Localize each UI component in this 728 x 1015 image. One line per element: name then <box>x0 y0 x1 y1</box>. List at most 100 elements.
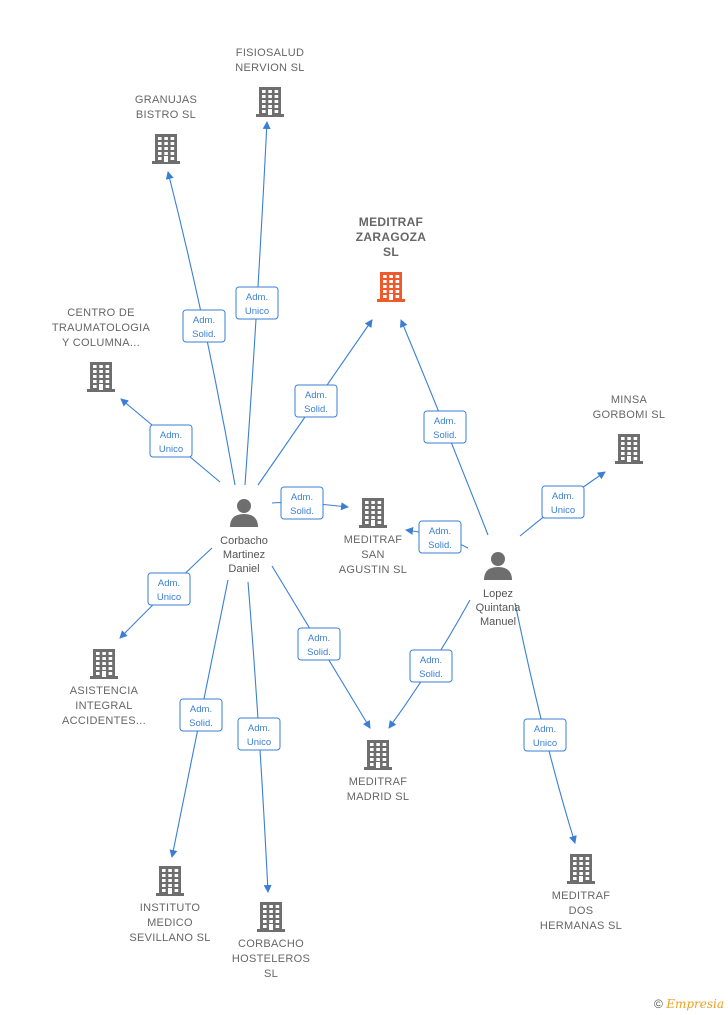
role-badge-lopez-meditraf_dos_hermanas[interactable]: Adm.Unico <box>523 718 567 752</box>
person-icon <box>484 552 512 580</box>
role-badge-corbacho-meditraf_madrid[interactable]: Adm. Solid. <box>297 627 341 661</box>
building-icon <box>87 362 115 392</box>
company-label: MINSA <box>611 394 648 406</box>
company-label: CENTRO DE <box>67 307 134 319</box>
role-badge-corbacho-asistencia[interactable]: Adm. Unico <box>147 572 191 606</box>
role-badge-text: Adm. <box>246 292 268 303</box>
company-label: ACCIDENTES... <box>62 715 146 727</box>
company-label: MEDITRAF <box>359 215 423 229</box>
company-label: MADRID SL <box>347 791 410 803</box>
role-badge-text: Adm. <box>308 633 330 644</box>
building-icon <box>359 498 387 528</box>
role-badge-text: Adm. <box>552 491 574 502</box>
role-badge-text: Adm. <box>193 315 215 326</box>
building-icon <box>257 902 285 932</box>
company-label: SEVILLANO SL <box>129 932 210 944</box>
role-badge-text: Unico <box>157 592 181 603</box>
role-badge-text: Adm. <box>429 526 451 537</box>
person-label: Lopez <box>483 588 513 600</box>
company-label: MEDITRAF <box>344 534 403 546</box>
role-badge-text: Unico <box>159 444 183 455</box>
person-label: Manuel <box>480 616 516 628</box>
role-badge-lopez-minsa[interactable]: Adm. Unico <box>541 485 585 519</box>
company-label: SL <box>383 245 399 259</box>
company-label: Y COLUMNA... <box>62 337 140 349</box>
company-node-granujas[interactable]: GRANUJAS BISTRO SL <box>135 94 197 164</box>
company-label: SL <box>264 968 278 980</box>
role-badge-corbacho-centro[interactable]: Adm. Unico <box>149 424 193 458</box>
company-label: ZARAGOZA <box>356 230 426 244</box>
building-icon <box>615 434 643 464</box>
brand-logo[interactable]: Empresia <box>666 997 724 1011</box>
role-badge-text: Solid. <box>192 329 216 340</box>
person-label: Corbacho <box>220 535 268 547</box>
building-icon <box>567 854 595 884</box>
building-icon <box>90 649 118 679</box>
role-badge-text: Adm. <box>434 416 456 427</box>
role-badge-corbacho-meditraf_zaragoza[interactable]: Adm. Solid. <box>294 384 338 418</box>
role-badge-lopez-meditraf_madrid[interactable]: Adm. Solid. <box>409 649 453 683</box>
person-label: Quintana <box>476 602 522 614</box>
role-badge-text: Adm. <box>158 578 180 589</box>
role-badge-text: Solid. <box>304 404 328 415</box>
role-badge-text: Unico <box>245 306 269 317</box>
company-label: HOSTELEROS <box>232 953 310 965</box>
company-node-meditraf_madrid[interactable]: MEDITRAF MADRID SL <box>347 740 410 803</box>
role-badge-lopez-meditraf_san_agustin[interactable]: Adm. Solid. <box>418 520 462 554</box>
company-node-asistencia[interactable]: ASISTENCIA INTEGRAL ACCIDENTES... <box>62 649 146 727</box>
person-label: Daniel <box>228 563 259 575</box>
role-badge-text: Unico <box>247 737 271 748</box>
company-label: BISTRO SL <box>136 109 196 121</box>
role-badge-text: Solid. <box>307 647 331 658</box>
company-label: TRAUMATOLOGIA <box>52 322 151 334</box>
company-label: MEDITRAF <box>349 776 408 788</box>
company-label: INTEGRAL <box>75 700 132 712</box>
role-badge-text: Adm. <box>160 430 182 441</box>
role-badge-text: Solid. <box>189 718 213 729</box>
company-label: GORBOMI SL <box>593 409 666 421</box>
company-node-corbacho_hosteleros[interactable]: CORBACHO HOSTELEROS SL <box>232 902 310 980</box>
role-badge-text: Solid. <box>290 506 314 517</box>
company-label: ASISTENCIA <box>70 685 139 697</box>
person-label: Martinez <box>223 549 265 561</box>
building-icon <box>364 740 392 770</box>
role-badge-corbacho-granujas[interactable]: Adm. Solid. <box>182 309 226 343</box>
badges-layer: Adm.UnicoAdm.Solid.Adm.Solid.Adm.UnicoAd… <box>147 286 585 752</box>
company-label: NERVION SL <box>235 62 304 74</box>
company-node-centro[interactable]: CENTRO DE TRAUMATOLOGIA Y COLUMNA... <box>52 307 151 392</box>
building-icon <box>377 272 405 302</box>
role-badge-text: Adm. <box>291 492 313 503</box>
person-icon <box>230 499 258 527</box>
company-label: CORBACHO <box>238 938 304 950</box>
company-node-minsa[interactable]: MINSA GORBOMI SL <box>593 394 666 464</box>
role-badge-text: Adm. <box>305 390 327 401</box>
role-badge-text: Solid. <box>428 540 452 551</box>
company-label: GRANUJAS <box>135 94 197 106</box>
building-icon <box>152 134 180 164</box>
role-badge-text: Adm. <box>190 704 212 715</box>
role-badge-corbacho-fisiosalud[interactable]: Adm. Unico <box>235 286 279 320</box>
copyright-symbol: © <box>654 997 663 1011</box>
role-badge-text: Adm. <box>420 655 442 666</box>
company-label: DOS <box>569 905 594 917</box>
role-badge-corbacho-meditraf_san_agustin[interactable]: Adm. Solid. <box>280 486 324 520</box>
role-badge-corbacho-instituto[interactable]: Adm. Solid. <box>179 698 223 732</box>
role-badge-corbacho-corbacho_hosteleros[interactable]: Adm.Unico <box>237 717 281 751</box>
company-node-meditraf_san_agustin[interactable]: MEDITRAF SAN AGUSTIN SL <box>339 498 407 576</box>
role-badge-text: Solid. <box>419 669 443 680</box>
role-badge-text: Unico <box>551 505 575 516</box>
company-label: SAN <box>361 549 385 561</box>
company-label: AGUSTIN SL <box>339 564 407 576</box>
company-label: INSTITUTO <box>140 902 201 914</box>
role-badge-text: Adm. <box>534 724 556 735</box>
role-badge-lopez-meditraf_zaragoza[interactable]: Adm.Solid. <box>423 410 467 444</box>
